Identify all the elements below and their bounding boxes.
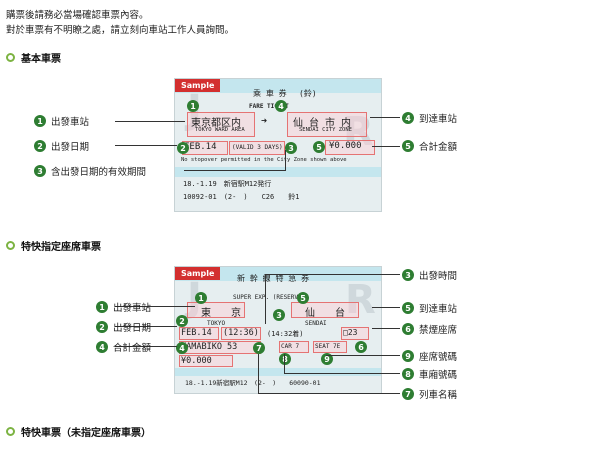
serial-info: 10092-01 (2- ) C26 鈴1 bbox=[183, 193, 300, 201]
number-badge-3: 3 bbox=[285, 142, 297, 154]
non-smoking-seat: □23 bbox=[343, 328, 358, 337]
arrival-time: (14:32着) bbox=[267, 330, 304, 338]
to-station-box bbox=[287, 112, 367, 137]
sample-tag: Sample bbox=[175, 79, 221, 92]
circle-bullet-icon bbox=[6, 53, 15, 62]
from-station-en: TOKYO WARD AREA bbox=[195, 127, 245, 133]
number-badge-3: 3 bbox=[402, 269, 414, 281]
issue-info: 18.-1.19新宿駅M12 (2- ) 60090-01 bbox=[185, 379, 321, 387]
arrow-icon: ➜ bbox=[261, 116, 268, 127]
to-station: 仙 台 bbox=[305, 308, 345, 319]
number-badge-4: 4 bbox=[275, 100, 287, 112]
validity-box bbox=[229, 141, 285, 155]
seat-number: SEAT 7E bbox=[315, 343, 341, 350]
number-badge-9: 9 bbox=[321, 353, 333, 365]
number-badge-5: 5 bbox=[313, 141, 325, 153]
number-badge-1: 1 bbox=[187, 100, 199, 112]
number-badge-8: 8 bbox=[279, 353, 291, 365]
number-badge-2: 2 bbox=[96, 321, 108, 333]
ticket-code: (鈴) bbox=[299, 89, 317, 98]
ticket-subtitle: SUPER EXP. (RESERVED) bbox=[233, 294, 309, 301]
number-badge-4: 4 bbox=[402, 112, 414, 124]
from-station-en: TOKYO bbox=[207, 320, 226, 327]
smoke-box bbox=[341, 327, 369, 340]
to-station-box bbox=[291, 302, 359, 318]
stopover-note: No stopover permitted in the City Zone s… bbox=[181, 157, 347, 163]
from-station-box bbox=[187, 302, 245, 318]
departure-date: FEB.14 bbox=[184, 142, 217, 152]
number-badge-7: 7 bbox=[253, 342, 265, 354]
number-badge-6: 6 bbox=[355, 341, 367, 353]
number-badge-6: 6 bbox=[402, 323, 414, 335]
express-ticket-image: J R Sample 新 幹 線 特 急 券 SUPER EXP. (RESER… bbox=[174, 266, 382, 394]
ticket-title: 新 幹 線 特 急 券 bbox=[237, 274, 310, 283]
section-title: 基本車票 bbox=[21, 54, 61, 65]
fare: ¥0.000 bbox=[329, 141, 362, 151]
number-badge-5: 5 bbox=[402, 140, 414, 152]
from-station: 東 京 bbox=[201, 308, 241, 319]
circle-bullet-icon bbox=[6, 427, 15, 436]
number-badge-8: 8 bbox=[402, 368, 414, 380]
circle-bullet-icon bbox=[6, 241, 15, 250]
section-unreserved-ticket: 特快車票（未指定座席車票） bbox=[6, 424, 151, 439]
issue-info: 18.-1.19 新宿駅M12発行 bbox=[183, 180, 272, 188]
section-title: 特快車票（未指定座席車票） bbox=[21, 428, 151, 439]
to-station-en: SENDAI bbox=[305, 320, 327, 327]
basic-ticket-image: J R Sample 乘 車 券 (鈴) FARE TICKET 東京都区内 T… bbox=[174, 78, 382, 212]
section-basic-ticket: 基本車票 bbox=[6, 50, 61, 65]
number-badge-1: 1 bbox=[34, 115, 46, 127]
from-station: 東京都区内 bbox=[191, 118, 241, 129]
validity: (VALID 3 DAYS) bbox=[232, 144, 283, 151]
train-name: YAMABIKO 53 bbox=[181, 342, 238, 352]
seat-box bbox=[313, 341, 347, 353]
number-badge-3: 3 bbox=[273, 309, 285, 321]
departure-time: (12:36) bbox=[223, 328, 259, 338]
departure-date: FEB.14 bbox=[181, 328, 212, 338]
intro-line-1: 購票後請務必當場確認車票內容。 bbox=[6, 10, 149, 21]
section-express-ticket: 特快指定座席車票 bbox=[6, 238, 101, 253]
number-badge-5: 5 bbox=[402, 302, 414, 314]
intro-text: 購票後請務必當場確認車票內容。 對於車票有不明瞭之處，請立刻向車站工作人員詢問。 bbox=[6, 8, 234, 38]
number-badge-9: 9 bbox=[402, 350, 414, 362]
to-station-en: SENDAI CITY ZONE bbox=[299, 127, 352, 133]
car-number: CAR 7 bbox=[281, 343, 300, 350]
number-badge-5: 5 bbox=[297, 292, 309, 304]
fare: ¥0.000 bbox=[181, 356, 212, 366]
from-station-box bbox=[187, 112, 255, 137]
date-box bbox=[179, 327, 219, 340]
intro-line-2: 對於車票有不明瞭之處，請立刻向車站工作人員詢問。 bbox=[6, 25, 235, 36]
ticket-title: 乘 車 券 bbox=[253, 89, 287, 98]
number-badge-2: 2 bbox=[176, 315, 188, 327]
number-badge-4: 4 bbox=[176, 342, 188, 354]
number-badge-2: 2 bbox=[34, 140, 46, 152]
fare-box bbox=[325, 140, 375, 155]
fare-ticket-label: FARE TICKET bbox=[249, 103, 289, 110]
car-box bbox=[279, 341, 309, 353]
departure-time-box bbox=[221, 327, 261, 340]
number-badge-3: 3 bbox=[34, 165, 46, 177]
fare-box bbox=[179, 355, 233, 367]
number-badge-7: 7 bbox=[402, 388, 414, 400]
sample-tag: Sample bbox=[175, 267, 221, 280]
section-title: 特快指定座席車票 bbox=[21, 242, 101, 253]
to-station: 仙 台 市 内 bbox=[293, 118, 352, 129]
number-badge-4: 4 bbox=[96, 341, 108, 353]
number-badge-1: 1 bbox=[195, 292, 207, 304]
number-badge-2: 2 bbox=[177, 142, 189, 154]
number-badge-1: 1 bbox=[96, 301, 108, 313]
